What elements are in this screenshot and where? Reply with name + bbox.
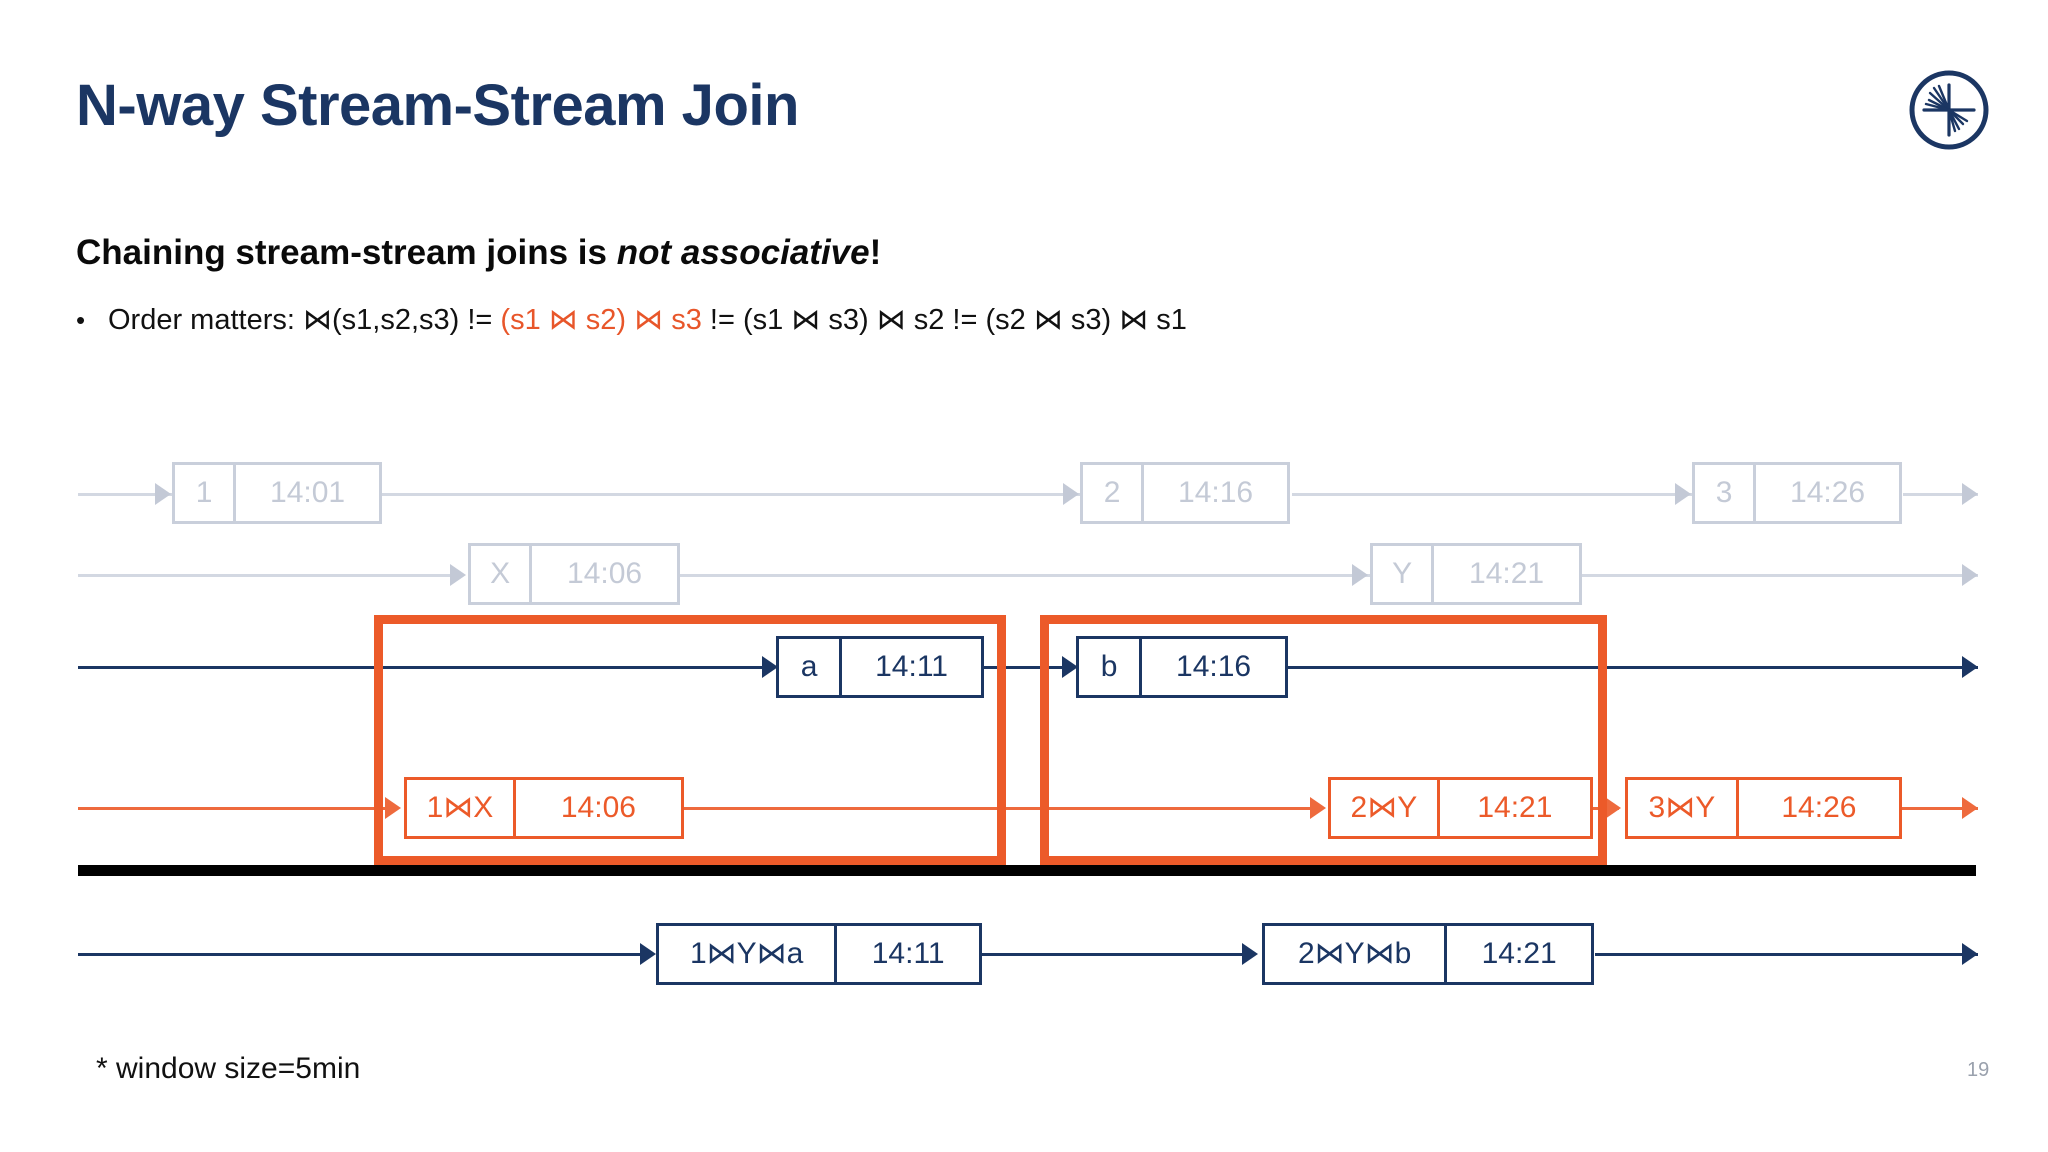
- stream-arrow-s1-2: [1063, 483, 1079, 505]
- event-time: 14:26: [1790, 476, 1866, 509]
- stream-arrow-s1-3: [1675, 483, 1691, 505]
- stream-line-s1-seg4: [1903, 493, 1978, 496]
- stream-line-j-seg4: [1900, 807, 1978, 810]
- event-key: b: [1079, 639, 1143, 695]
- bullet-lead: Order matters: ⋈(s1,s2,s3) !=: [108, 304, 501, 336]
- event-time: 14:21: [1469, 557, 1545, 590]
- stream-arrow-r-1: [640, 943, 656, 965]
- page-number: 19: [1967, 1059, 1990, 1081]
- event-key: 3⋈Y: [1628, 780, 1739, 836]
- stream-line-s1-seg3: [1292, 493, 1692, 496]
- event-box-s2-1: X 14:06: [468, 543, 680, 605]
- heading-emphasis: not associative: [616, 233, 870, 272]
- event-box-join-2: 2⋈Y 14:21: [1328, 777, 1593, 839]
- stream-line-r-seg3: [1595, 953, 1978, 956]
- footnote-window-size: * window size=5min: [96, 1052, 361, 1085]
- event-box-join-1: 1⋈X 14:06: [404, 777, 684, 839]
- event-key: a: [779, 639, 843, 695]
- stream-arrow-j-2: [1310, 797, 1326, 819]
- event-time: 14:11: [871, 937, 945, 970]
- event-box-s1-2: 2 14:16: [1080, 462, 1290, 524]
- event-time: 14:11: [875, 650, 948, 683]
- event-key: 2⋈Y⋈b: [1265, 926, 1448, 982]
- join-window-2: [1040, 615, 1607, 865]
- bullet-highlight: (s1 ⋈ s2) ⋈ s3: [500, 304, 702, 336]
- stream-line-j-seg1: [78, 807, 388, 810]
- stream-line-s2-seg3: [1582, 574, 1978, 577]
- event-time: 14:16: [1176, 650, 1252, 683]
- stream-line-s3-seg2: [984, 666, 1064, 669]
- stream-line-s1-seg1: [78, 493, 173, 496]
- event-box-s2-2: Y 14:21: [1370, 543, 1582, 605]
- event-time: 14:06: [560, 791, 636, 824]
- bullet-tail: != (s1 ⋈ s3) ⋈ s2 != (s2 ⋈ s3) ⋈ s1: [701, 304, 1187, 336]
- bullet-order-matters: • Order matters: ⋈(s1,s2,s3) != (s1 ⋈ s2…: [76, 302, 1187, 337]
- stream-arrow-s2-1: [450, 564, 466, 586]
- event-time: 14:01: [270, 476, 346, 509]
- event-time: 14:06: [567, 557, 643, 590]
- heading-prefix: Chaining stream-stream joins is: [76, 233, 617, 272]
- event-box-s1-1: 1 14:01: [172, 462, 382, 524]
- event-key: 2⋈Y: [1331, 780, 1440, 836]
- event-box-s3-b: b 14:16: [1076, 636, 1288, 698]
- stream-line-s1-seg2: [380, 493, 1080, 496]
- confluent-logo: [1908, 69, 1990, 151]
- event-time: 14:16: [1178, 476, 1254, 509]
- section-divider: [78, 865, 1976, 876]
- stream-arrow-s2-2: [1352, 564, 1368, 586]
- stream-line-j-seg2: [683, 807, 1318, 810]
- stream-line-s2-seg2: [680, 574, 1370, 577]
- stream-arrow-r-3: [1962, 943, 1978, 965]
- event-key: Y: [1373, 546, 1435, 602]
- event-box-result-1: 1⋈Y⋈a 14:11: [656, 923, 982, 985]
- stream-line-j-seg3: [1591, 807, 1619, 810]
- event-key: 1⋈X: [407, 780, 516, 836]
- stream-line-r-seg1: [78, 953, 648, 956]
- event-box-join-3: 3⋈Y 14:26: [1625, 777, 1902, 839]
- stream-arrow-s3-1: [762, 656, 778, 678]
- event-box-s1-3: 3 14:26: [1692, 462, 1902, 524]
- stream-line-s3-seg3: [1288, 666, 1978, 669]
- stream-arrow-r-2: [1242, 943, 1258, 965]
- event-box-s3-a: a 14:11: [776, 636, 984, 698]
- stream-line-r-seg2: [980, 953, 1250, 956]
- event-key: 1⋈Y⋈a: [659, 926, 838, 982]
- stream-arrow-s3-3: [1962, 656, 1978, 678]
- stream-arrow-j-4: [1962, 797, 1978, 819]
- event-time: 14:21: [1481, 937, 1557, 970]
- event-box-result-2: 2⋈Y⋈b 14:21: [1262, 923, 1594, 985]
- stream-arrow-s1-1: [155, 483, 171, 505]
- event-time: 14:21: [1477, 791, 1553, 824]
- stream-line-s3-seg1: [78, 666, 766, 669]
- stream-arrow-s3-2: [1062, 656, 1078, 678]
- event-key: 3: [1695, 465, 1757, 521]
- stream-arrow-j-1: [385, 797, 401, 819]
- event-key: 1: [175, 465, 237, 521]
- event-key: X: [471, 546, 533, 602]
- stream-arrow-s1-4: [1962, 483, 1978, 505]
- bullet-text: Order matters: ⋈(s1,s2,s3) != (s1 ⋈ s2) …: [108, 302, 1187, 337]
- page-title: N-way Stream-Stream Join: [76, 73, 799, 138]
- event-time: 14:26: [1781, 791, 1857, 824]
- heading-suffix: !: [869, 233, 882, 272]
- stream-arrow-j-3: [1605, 797, 1621, 819]
- event-key: 2: [1083, 465, 1145, 521]
- join-window-1: [374, 615, 1006, 865]
- bullet-marker-icon: •: [76, 305, 86, 335]
- section-heading: Chaining stream-stream joins is not asso…: [76, 233, 881, 273]
- stream-arrow-s2-3: [1962, 564, 1978, 586]
- stream-line-s2-seg1: [78, 574, 456, 577]
